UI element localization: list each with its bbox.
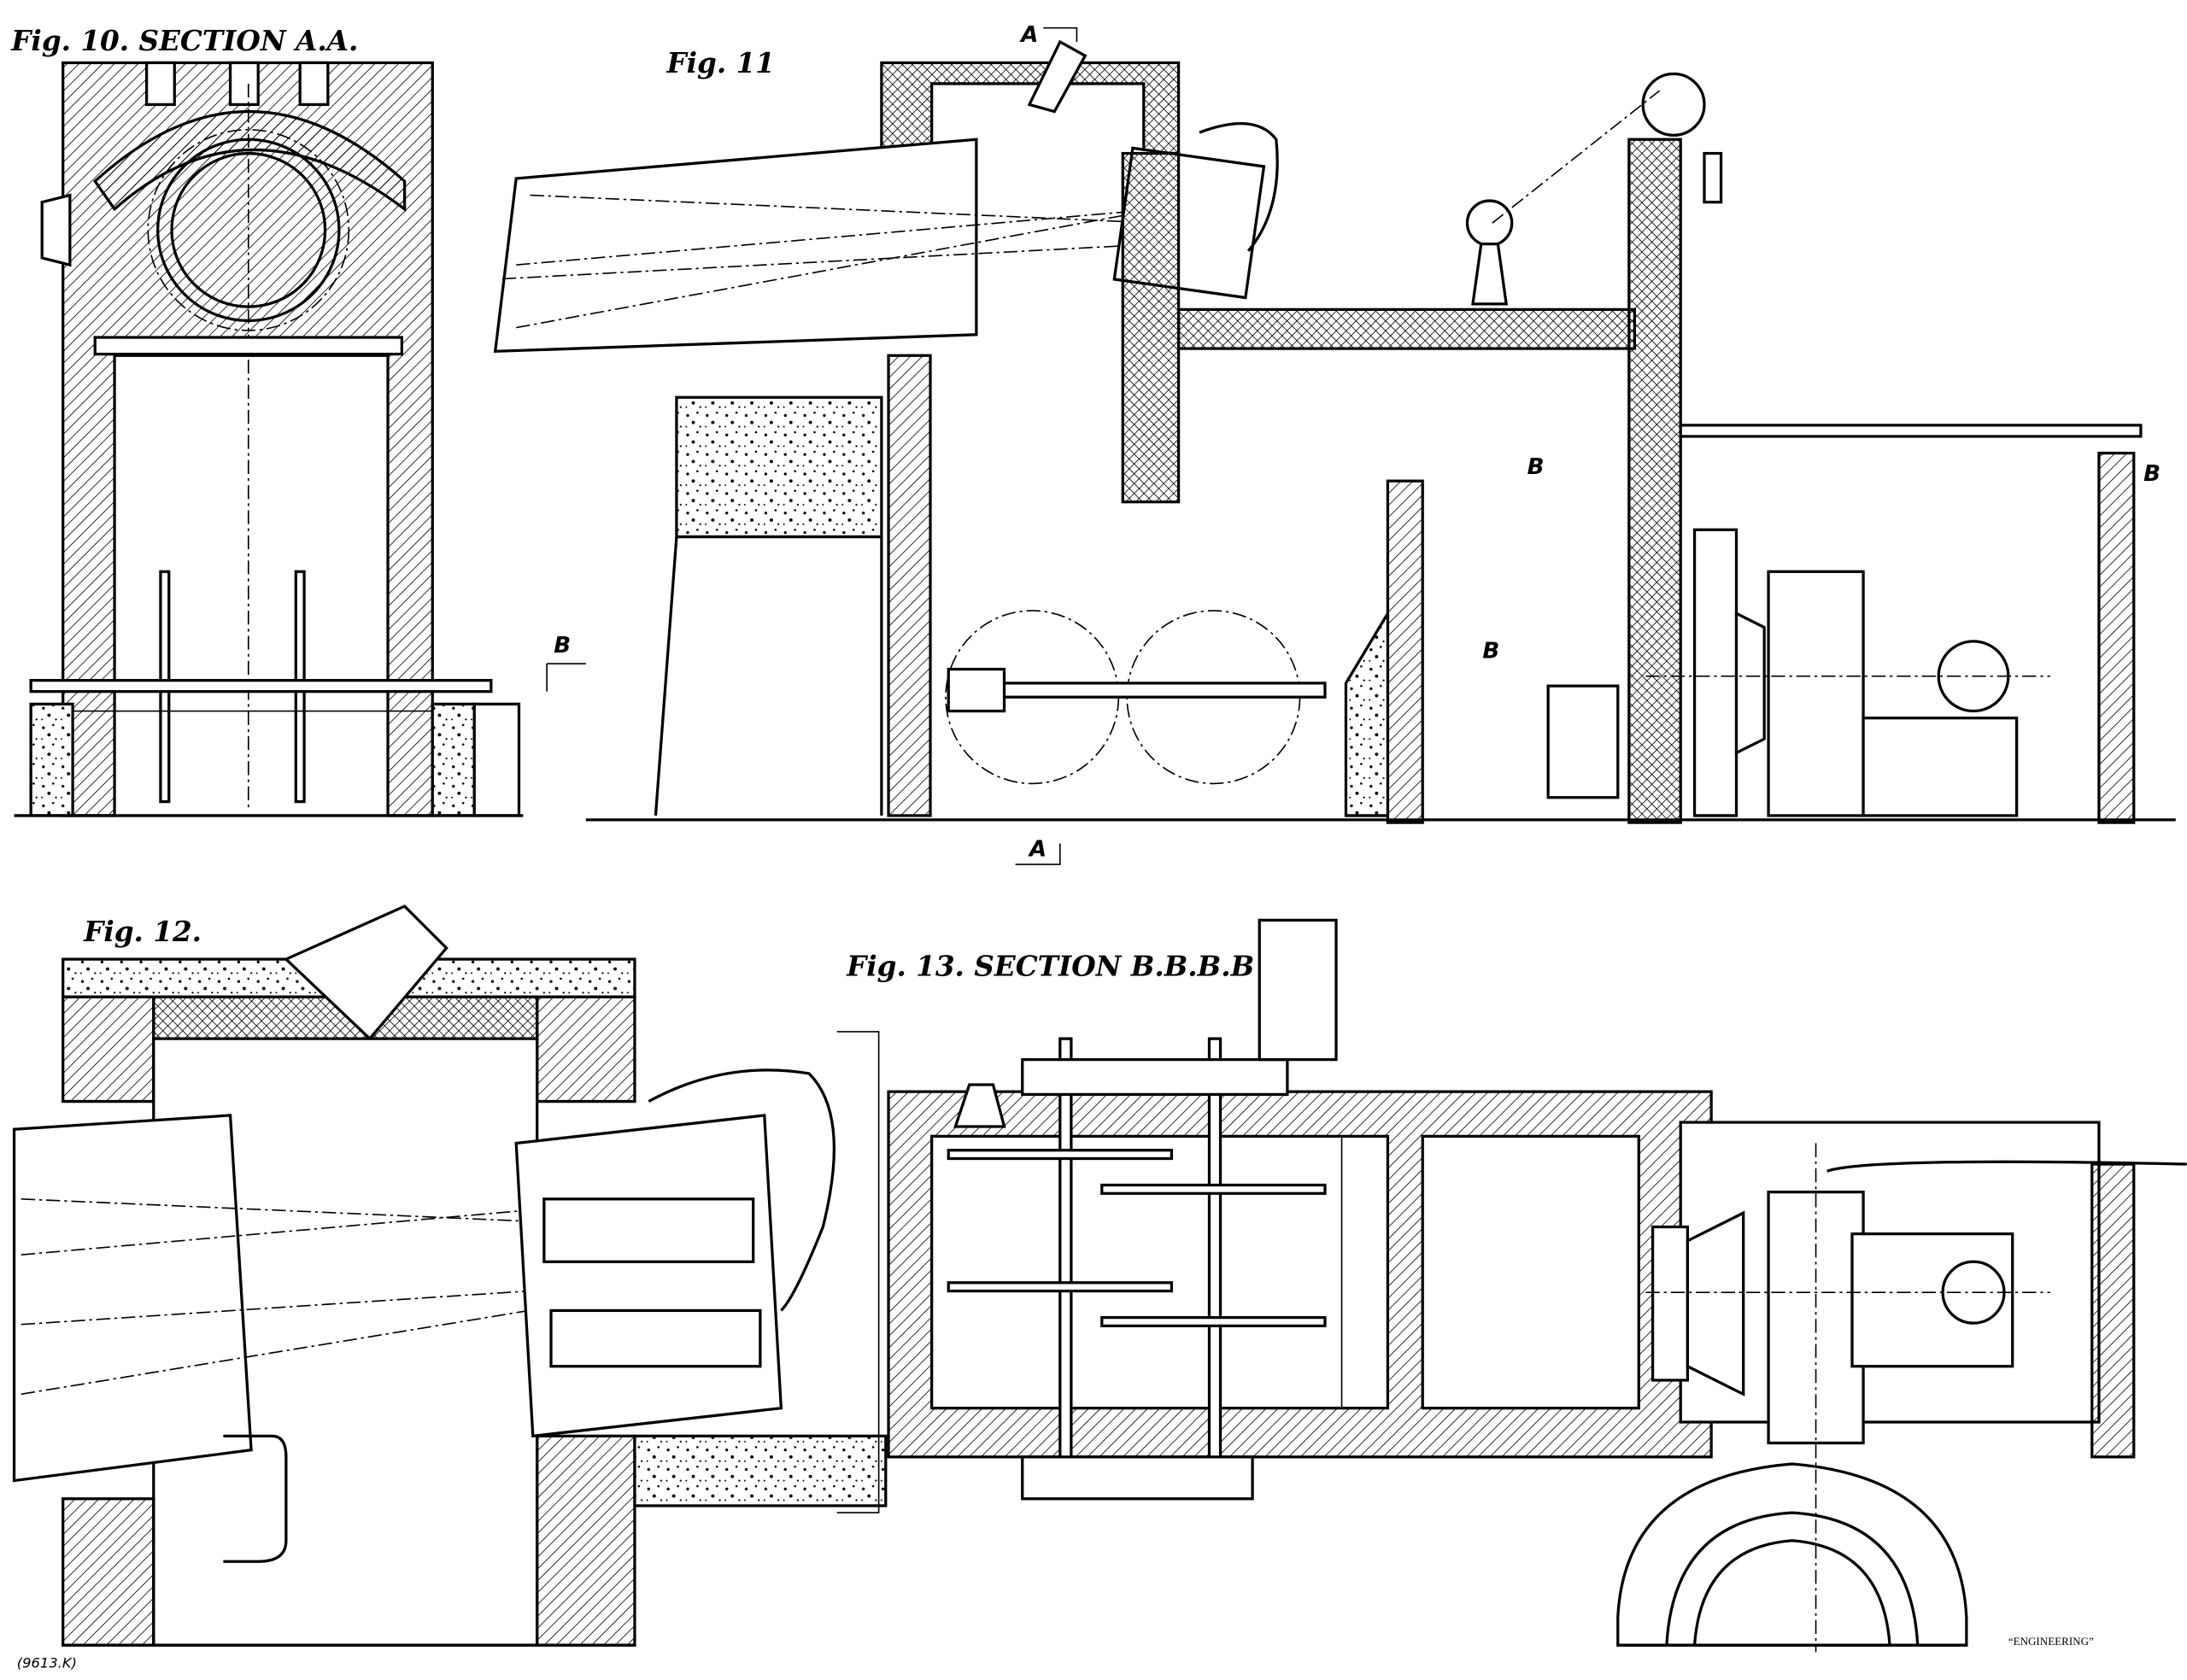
section-mark-a: A bbox=[1019, 22, 1038, 48]
fig13-motor-cap bbox=[953, 1083, 1006, 1128]
fig11-partition bbox=[1386, 479, 1424, 824]
fig13-shaft bbox=[1207, 1037, 1222, 1494]
fig11-hood bbox=[880, 61, 1181, 155]
section-mark-b: B bbox=[1482, 638, 1499, 664]
fig11-motor-base bbox=[1862, 717, 2019, 817]
fig10-bearing-block bbox=[472, 702, 521, 817]
fig13-chamber-2 bbox=[1421, 1134, 1640, 1410]
fig11-door bbox=[1546, 684, 1620, 799]
fig13-title: Fig. 13. SECTION B.B.B.B bbox=[846, 950, 1254, 983]
fig10-support-beam bbox=[93, 336, 403, 356]
fig11-fan bbox=[1767, 570, 1865, 817]
section-mark-b: B bbox=[2143, 461, 2161, 487]
fig12-burner-box bbox=[514, 1114, 783, 1438]
fig11-fan-house-roof bbox=[1679, 424, 2143, 438]
fig11-chute bbox=[1027, 39, 1088, 114]
fig12-burner-upper bbox=[542, 1197, 755, 1263]
section-mark-a: A bbox=[1028, 836, 1047, 862]
fig10-flue bbox=[144, 61, 176, 107]
fig10-shaft bbox=[29, 678, 493, 694]
publisher-credit: “ENGINEERING” bbox=[2008, 1635, 2094, 1648]
fig13-paddle bbox=[1100, 1315, 1327, 1328]
fig13-gear-frame bbox=[1021, 1057, 1289, 1097]
fig13-paddle bbox=[1100, 1183, 1327, 1195]
fig13-chamber-1 bbox=[930, 1134, 1390, 1410]
fig11-pulley bbox=[1641, 72, 1706, 137]
fig11-counterweight bbox=[1703, 151, 1723, 204]
fig12-burner-lower bbox=[549, 1308, 762, 1368]
fig11-floor-slab bbox=[1176, 307, 1636, 350]
fig12-title: Fig. 12. bbox=[83, 915, 202, 948]
fig11-concrete-block bbox=[675, 395, 883, 539]
fig12-hook bbox=[223, 1434, 288, 1563]
fig11-wall bbox=[887, 354, 932, 817]
fig10-title: Fig. 10. SECTION A.A. bbox=[10, 24, 358, 57]
fig13-paddle bbox=[947, 1149, 1174, 1161]
drawing-reference: (9613.K) bbox=[17, 1654, 77, 1671]
fig10-arch bbox=[93, 109, 407, 213]
fig12-chute bbox=[283, 904, 449, 1041]
fig13-paddle bbox=[947, 1281, 1174, 1293]
fig11-flexible-hose bbox=[1199, 121, 1279, 252]
section-mark-b: B bbox=[1527, 454, 1545, 480]
fig12-rotary-drum bbox=[12, 1114, 253, 1483]
fig12-lower-wall bbox=[536, 1434, 636, 1647]
fig10-flue bbox=[228, 61, 260, 107]
fig12-flexible-hose bbox=[648, 1068, 836, 1312]
fig10-foundation bbox=[29, 702, 74, 817]
fig11-column bbox=[1121, 151, 1181, 504]
fig11-elevation: Fig. 11 A B B B bbox=[493, 22, 2176, 865]
fig10-foundation bbox=[431, 702, 476, 817]
fig11-gear bbox=[947, 667, 1006, 713]
fig11-title: Fig. 11 bbox=[665, 46, 774, 79]
fig13-drive-gear bbox=[1258, 918, 1338, 1062]
fig13-bearing-base bbox=[1021, 1455, 1254, 1501]
fig13-section-bbbb: Fig. 13. SECTION B.B.B.B “ENGINEERING” bbox=[836, 918, 2187, 1653]
section-mark-b: B bbox=[554, 633, 571, 659]
fig12-burner-detail: Fig. 12. (9613.K) bbox=[12, 904, 888, 1671]
fig11-handwheel bbox=[1465, 199, 1514, 247]
fig11-tower-wall bbox=[1627, 138, 1682, 824]
fig10-section-aa: Fig. 10. SECTION A.A. B bbox=[10, 24, 586, 817]
fig10-inlet bbox=[40, 193, 72, 267]
fig13-motor-frame bbox=[1850, 1232, 2014, 1368]
fig13-shaft bbox=[1058, 1037, 1073, 1494]
fig10-flue bbox=[298, 61, 330, 107]
